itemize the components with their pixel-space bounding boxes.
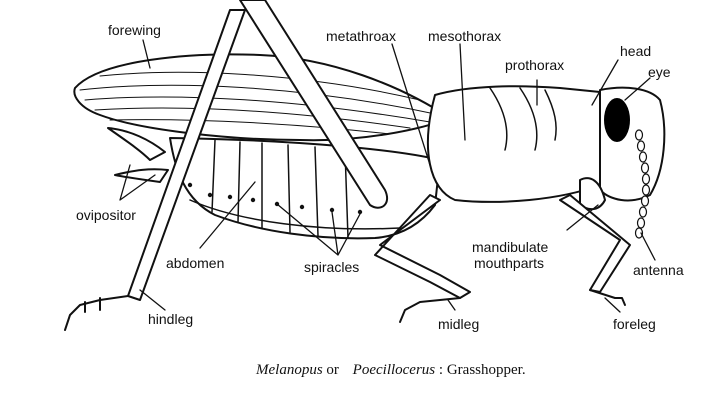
leader-lines <box>119 39 656 313</box>
abdomen-shape <box>169 137 441 240</box>
label-prothorax: prothorax <box>505 57 565 73</box>
label-antenna: antenna <box>633 262 684 278</box>
label-mandibulate: mandibulate <box>472 239 549 255</box>
antenna-segments <box>634 129 651 239</box>
caption-common-name: Grasshopper. <box>446 362 526 378</box>
ovipositor-shape <box>107 127 169 183</box>
label-foreleg: foreleg <box>613 316 656 332</box>
label-mesothorax: mesothorax <box>428 28 502 44</box>
label-forewing: forewing <box>108 22 161 38</box>
eye-shape <box>604 98 630 142</box>
caption-separator: : <box>438 362 444 378</box>
label-metathorax: metathroax <box>326 28 397 44</box>
hindleg-femur <box>239 0 389 209</box>
label-ovipositor: ovipositor <box>76 207 136 223</box>
label-abdomen: abdomen <box>166 255 225 271</box>
label-spiracles: spiracles <box>304 259 360 275</box>
label-midleg: midleg <box>438 316 480 332</box>
label-eye: eye <box>648 64 671 80</box>
figure-caption: Melanopus or Poecillocerus : Grasshopper… <box>256 362 526 379</box>
label-mouthparts: mouthparts <box>474 255 545 271</box>
caption-genus-2: Poecillocerus <box>352 362 436 378</box>
label-hindleg: hindleg <box>148 311 194 327</box>
foreleg <box>559 194 631 293</box>
caption-genus-1: Melanopus <box>256 362 323 378</box>
label-head: head <box>620 43 652 59</box>
thorax-shape <box>426 85 601 203</box>
hindleg-tibia <box>127 9 246 301</box>
caption-conjunction: or <box>326 362 339 378</box>
wing-veins <box>79 71 441 135</box>
